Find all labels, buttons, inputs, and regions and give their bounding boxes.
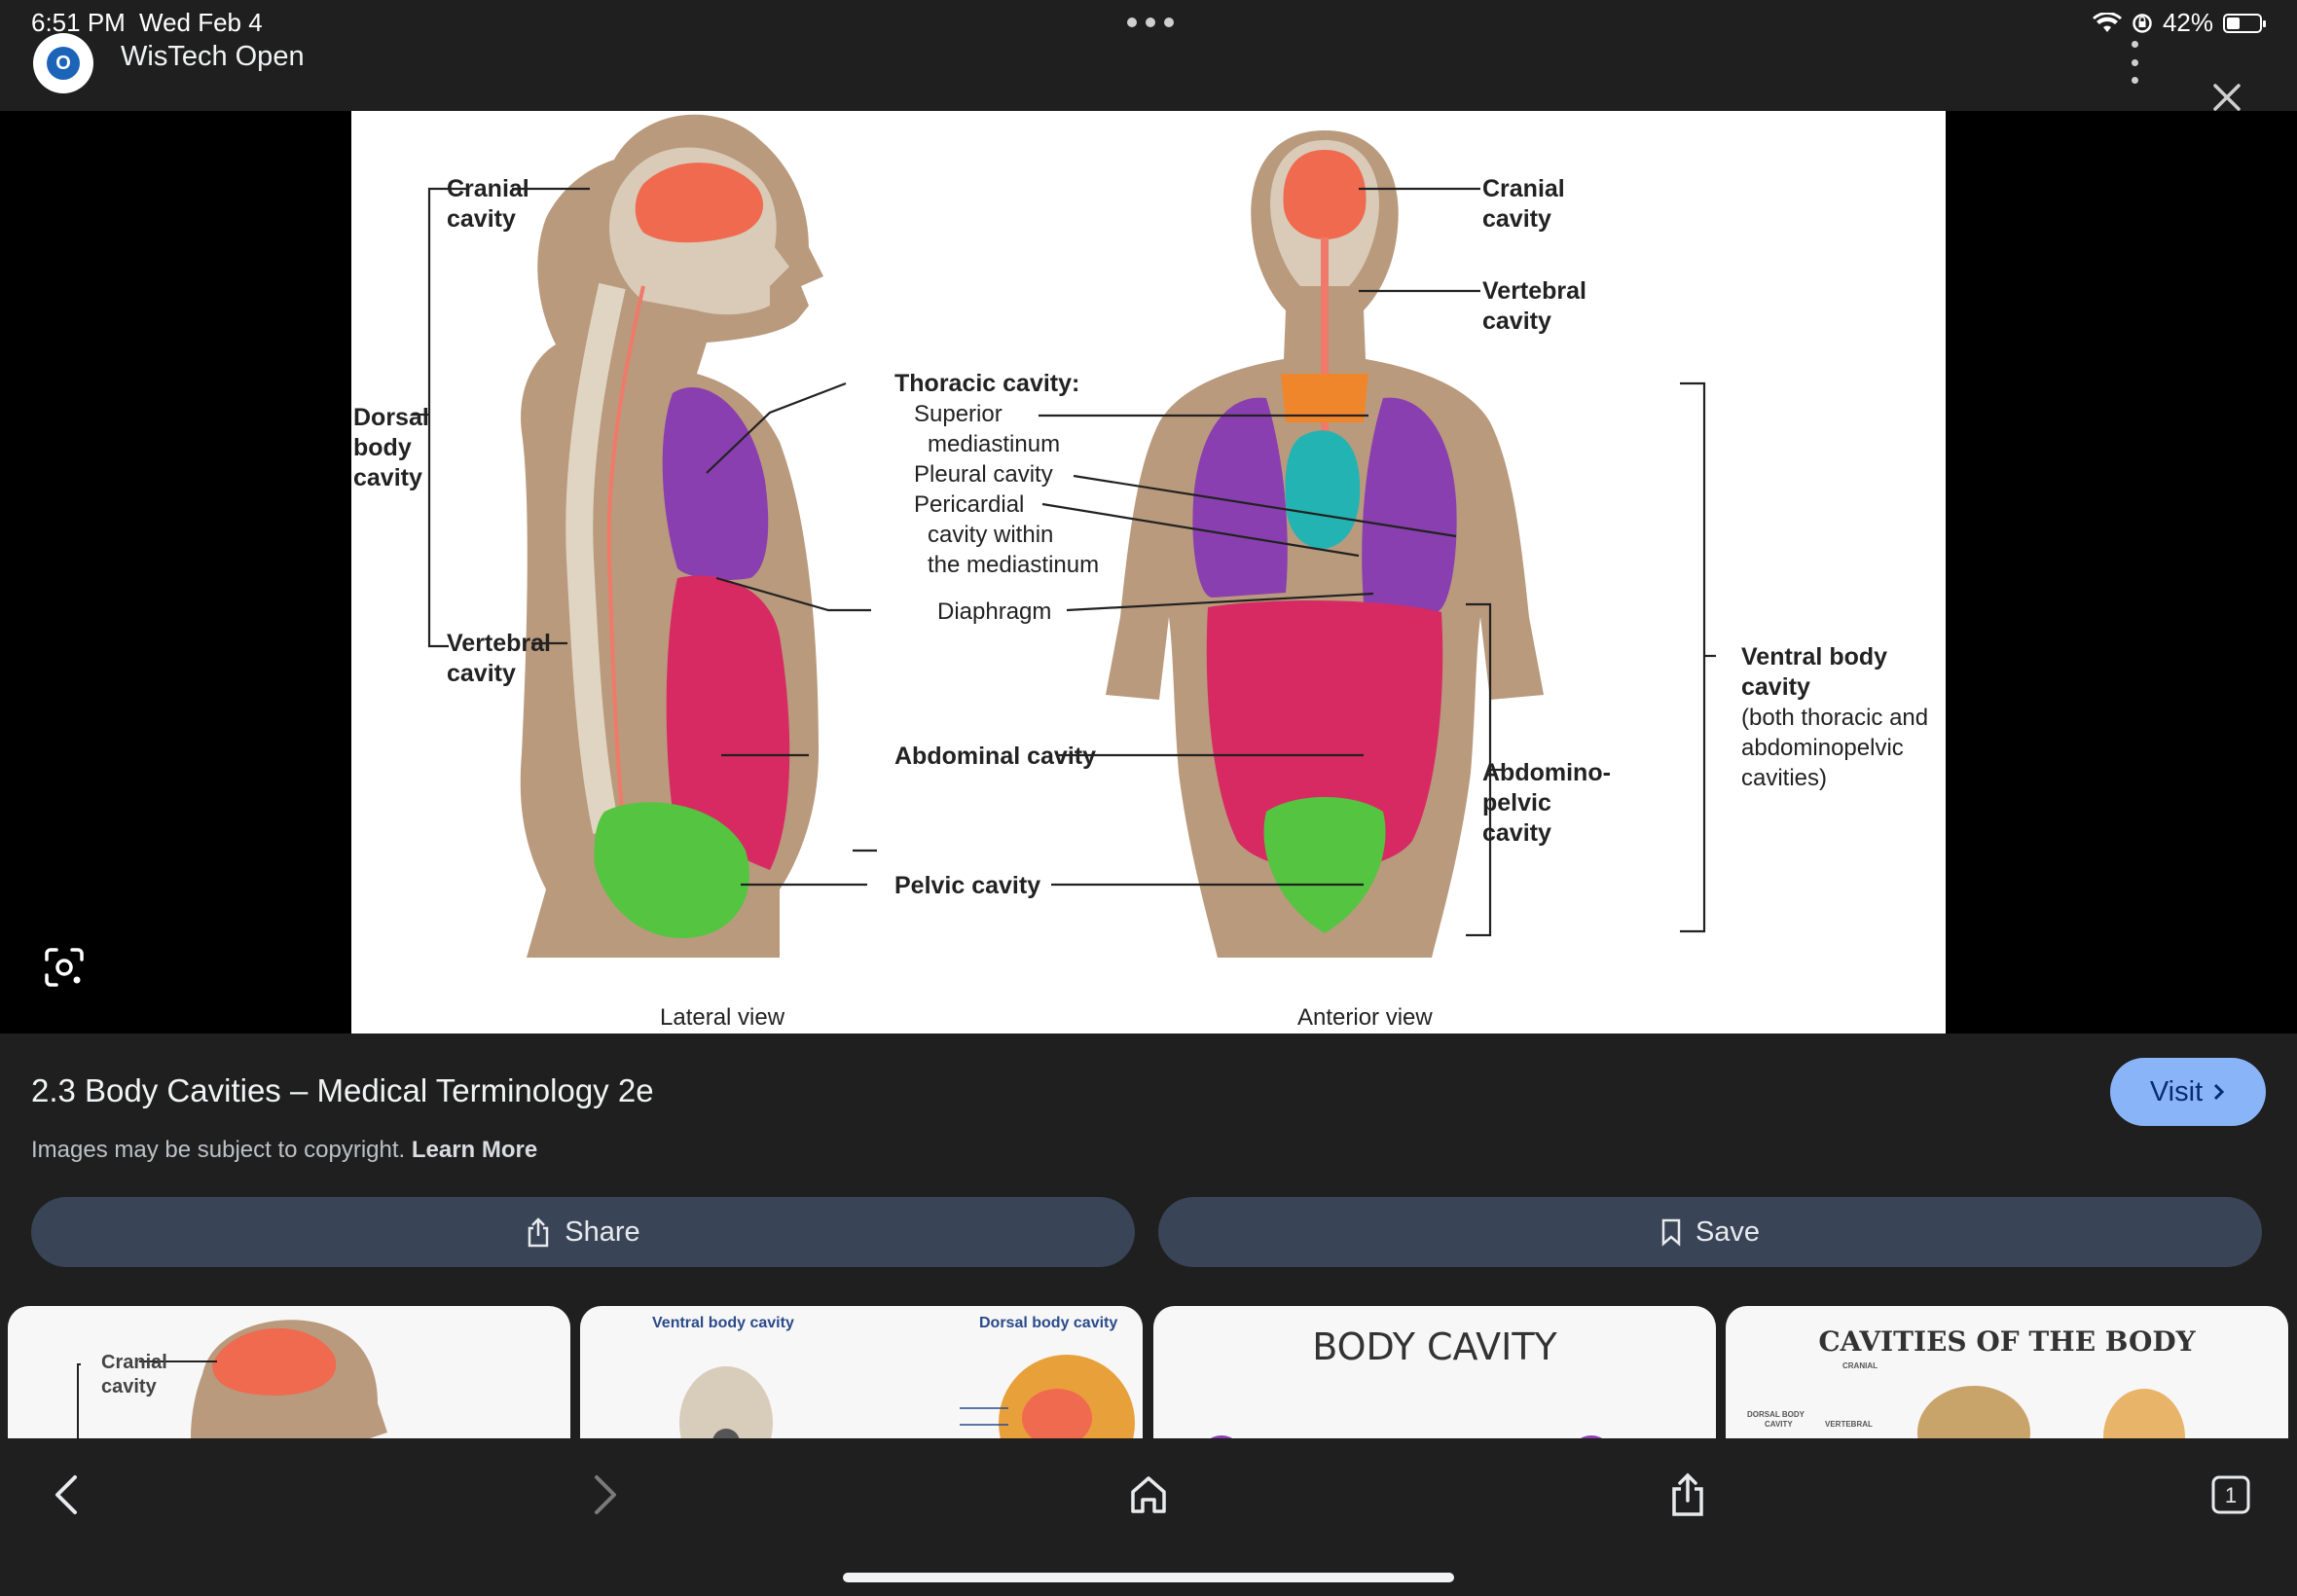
wifi-icon bbox=[2092, 12, 2122, 32]
share-button-label: Share bbox=[565, 1215, 640, 1248]
learn-more-link[interactable]: Learn More bbox=[411, 1137, 538, 1163]
browser-toolbar: 1 bbox=[0, 1438, 2297, 1596]
lateral-cranial-label: Cranial bbox=[447, 175, 529, 202]
tabs-button[interactable]: 1 bbox=[2202, 1466, 2260, 1524]
chevron-right-icon bbox=[595, 1475, 616, 1514]
home-button[interactable] bbox=[1119, 1466, 1178, 1524]
anterior-figure-illustration bbox=[1106, 130, 1544, 958]
related-title-3: BODY CAVITY bbox=[1312, 1325, 1557, 1368]
anterior-vertebral-label: Vertebral bbox=[1482, 277, 1586, 305]
battery-percent: 42% bbox=[2162, 8, 2213, 37]
multitasking-dots-icon[interactable] bbox=[1127, 18, 1174, 27]
dorsal-body-cavity-label: Dorsal bbox=[353, 404, 429, 431]
chevron-left-icon bbox=[55, 1475, 77, 1514]
related-images: Cranial cavity Ventral body cavity Dorsa… bbox=[0, 1306, 2297, 1438]
back-button[interactable] bbox=[37, 1466, 95, 1524]
more-options-icon[interactable] bbox=[2120, 41, 2149, 84]
save-button-label: Save bbox=[1695, 1215, 1761, 1248]
status-time: 6:51 PM bbox=[31, 8, 126, 37]
status-indicators: 42% bbox=[2092, 8, 2266, 38]
image-viewer: Cranial cavity Dorsal body cavity Verteb… bbox=[0, 111, 2297, 1034]
chevron-right-icon bbox=[2214, 1083, 2225, 1101]
thoracic-subtypes-label: Superior mediastinum Pleural cavity Peri… bbox=[914, 401, 1099, 578]
anterior-cranial-label: Cranial bbox=[1482, 175, 1565, 202]
pelvic-cavity-label: Pelvic cavity bbox=[894, 872, 1040, 899]
lateral-view-caption: Lateral view bbox=[660, 1004, 785, 1031]
svg-text:Vertebral cavity: Vertebral cavity bbox=[447, 630, 558, 687]
related-image-4[interactable]: CAVITIES OF THE BODY CRANIAL DORSAL BODY… bbox=[1726, 1306, 2288, 1438]
copyright-notice: Images may be subject to copyright. Lear… bbox=[31, 1137, 537, 1164]
share-page-button[interactable] bbox=[1659, 1466, 1717, 1524]
visit-button-label: Visit bbox=[2149, 1075, 2204, 1107]
lateral-vertebral-label: Vertebral bbox=[447, 630, 551, 657]
thoracic-cavity-label: Thoracic cavity: bbox=[894, 370, 1079, 397]
lateral-figure-illustration bbox=[520, 114, 823, 959]
svg-text:Dorsal body cavity: Dorsal body cavity bbox=[979, 1315, 1117, 1331]
copyright-text: Images may be subject to copyright. bbox=[31, 1137, 406, 1163]
related-image-1[interactable]: Cranial cavity bbox=[8, 1306, 570, 1438]
share-icon bbox=[1672, 1472, 1703, 1516]
svg-text:Ventral body cavity: Ventral body cavity bbox=[1741, 643, 1894, 701]
close-icon[interactable] bbox=[2207, 78, 2246, 117]
ventral-note-label: (both thoracic and abdominopelvic caviti… bbox=[1741, 705, 1935, 791]
bookmark-icon bbox=[1661, 1218, 1681, 1247]
tab-count: 1 bbox=[2225, 1483, 2237, 1507]
image-title[interactable]: 2.3 Body Cavities – Medical Terminology … bbox=[31, 1072, 654, 1108]
diaphragm-label: Diaphragm bbox=[937, 598, 1051, 625]
tabs-icon: 1 bbox=[2211, 1475, 2250, 1514]
abdominal-cavity-label: Abdominal cavity bbox=[894, 743, 1096, 770]
svg-text:Cranial cavity: Cranial cavity bbox=[1482, 175, 1572, 233]
svg-text:CRANIAL: CRANIAL bbox=[1842, 1361, 1878, 1370]
svg-text:CAVITY: CAVITY bbox=[1765, 1420, 1793, 1429]
svg-text:Ventral body cavity: Ventral body cavity bbox=[652, 1315, 794, 1331]
svg-text:Abdomino- pelvic: Abdomino- pelvic cavity bbox=[1482, 759, 1618, 847]
status-date: Wed Feb 4 bbox=[139, 8, 263, 37]
share-icon bbox=[529, 1217, 549, 1248]
google-lens-icon[interactable] bbox=[43, 946, 86, 989]
home-icon bbox=[1131, 1476, 1166, 1513]
related-image-3[interactable]: BODY CAVITY bbox=[1153, 1306, 1716, 1438]
save-button[interactable]: Save bbox=[1158, 1197, 2262, 1267]
viewer-header: O WisTech Open bbox=[0, 29, 2297, 111]
body-cavities-diagram[interactable]: Cranial cavity Dorsal body cavity Verteb… bbox=[351, 111, 1946, 1034]
forward-button[interactable] bbox=[576, 1466, 635, 1524]
anterior-view-caption: Anterior view bbox=[1297, 1004, 1433, 1031]
orientation-lock-icon bbox=[2133, 13, 2152, 33]
related-image-2[interactable]: Ventral body cavity Dorsal body cavity bbox=[580, 1306, 1143, 1438]
site-logo: O bbox=[33, 33, 93, 93]
ventral-body-cavity-label: Ventral body bbox=[1741, 643, 1887, 671]
svg-text:Cranial cavity: Cranial cavity bbox=[101, 1352, 172, 1397]
site-name[interactable]: WisTech Open bbox=[121, 41, 305, 72]
related-title-4: CAVITIES OF THE BODY bbox=[1818, 1325, 2196, 1358]
status-bar: 6:51 PM Wed Feb 4 42% bbox=[0, 0, 2297, 45]
svg-text:VERTEBRAL: VERTEBRAL bbox=[1825, 1420, 1873, 1429]
svg-text:Dorsal body: Dorsal body cavity bbox=[353, 404, 436, 491]
home-indicator[interactable] bbox=[843, 1573, 1454, 1582]
visit-button[interactable]: Visit bbox=[2110, 1058, 2266, 1126]
leader-lines bbox=[414, 187, 1716, 937]
battery-icon bbox=[2223, 13, 2266, 33]
svg-text:DORSAL BODY: DORSAL BODY bbox=[1747, 1410, 1805, 1419]
svg-text:Vertebral cavity: Vertebral cavity bbox=[1482, 277, 1593, 335]
svg-text:Cranial cavity: Cranial cavity bbox=[447, 175, 536, 233]
abdominopelvic-cavity-label: Abdomino- bbox=[1482, 759, 1611, 786]
share-button[interactable]: Share bbox=[31, 1197, 1135, 1267]
